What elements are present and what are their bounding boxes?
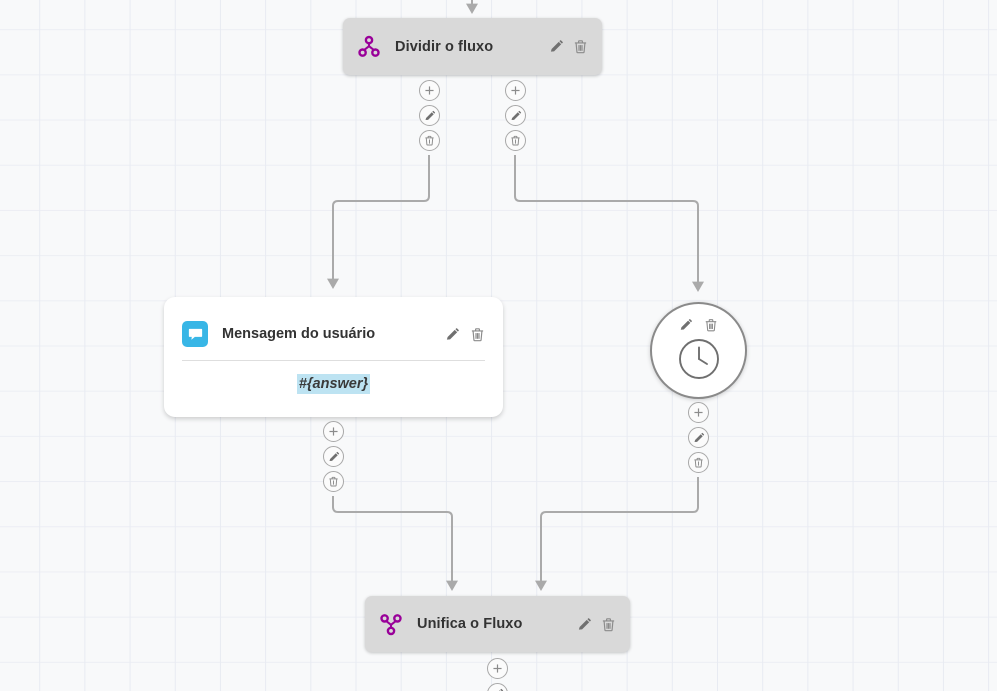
delete-connector-button[interactable] <box>688 452 709 473</box>
branch-controls-merge[interactable] <box>487 658 508 691</box>
add-step-button[interactable] <box>688 402 709 423</box>
node-header: Mensagem do usuário <box>164 297 503 347</box>
node-body: #{answer} <box>164 361 503 414</box>
pencil-icon[interactable] <box>445 327 460 342</box>
node-toolbar <box>561 617 616 632</box>
node-delay[interactable] <box>650 302 747 399</box>
delete-connector-button[interactable] <box>505 130 526 151</box>
divider <box>182 360 485 361</box>
node-title: Unifica o Fluxo <box>417 616 523 632</box>
trash-icon[interactable] <box>704 318 719 333</box>
edit-connector-button[interactable] <box>487 683 508 691</box>
branch-controls-message[interactable] <box>323 421 344 492</box>
node-title: Dividir o fluxo <box>395 38 494 55</box>
node-toolbar <box>533 39 588 54</box>
trash-icon[interactable] <box>601 617 616 632</box>
trash-icon[interactable] <box>573 39 588 54</box>
node-split-flow[interactable]: Dividir o fluxo <box>343 18 602 75</box>
pencil-icon[interactable] <box>549 39 564 54</box>
edge-split-to-delay <box>514 155 704 292</box>
add-step-button[interactable] <box>323 421 344 442</box>
add-step-button[interactable] <box>487 658 508 679</box>
add-step-button[interactable] <box>505 80 526 101</box>
answer-token[interactable]: #{answer} <box>296 374 371 395</box>
edit-connector-button[interactable] <box>688 427 709 448</box>
chat-bubble-icon <box>182 321 208 347</box>
pencil-icon[interactable] <box>577 617 592 632</box>
node-toolbar <box>679 318 719 333</box>
trash-icon[interactable] <box>470 327 485 342</box>
delete-connector-button[interactable] <box>323 471 344 492</box>
branch-controls-delay[interactable] <box>688 402 709 473</box>
node-user-message[interactable]: Mensagem do usuário <box>164 297 503 417</box>
branch-controls-split-right[interactable] <box>505 80 526 151</box>
edge-message-to-merge <box>332 496 458 591</box>
delete-connector-button[interactable] <box>419 130 440 151</box>
edge-split-to-message <box>327 155 430 289</box>
add-step-button[interactable] <box>419 80 440 101</box>
edit-connector-button[interactable] <box>323 446 344 467</box>
branch-controls-split-left[interactable] <box>419 80 440 151</box>
node-merge-flow[interactable]: Unifica o Fluxo <box>365 596 630 652</box>
node-title: Mensagem do usuário <box>222 326 376 342</box>
edge-delay-to-merge <box>535 477 699 591</box>
clock-icon <box>677 337 721 386</box>
edit-connector-button[interactable] <box>505 105 526 126</box>
edit-connector-button[interactable] <box>419 105 440 126</box>
node-toolbar <box>427 327 485 342</box>
flow-split-icon <box>357 35 381 59</box>
pencil-icon[interactable] <box>679 318 694 333</box>
flow-merge-icon <box>379 612 403 636</box>
